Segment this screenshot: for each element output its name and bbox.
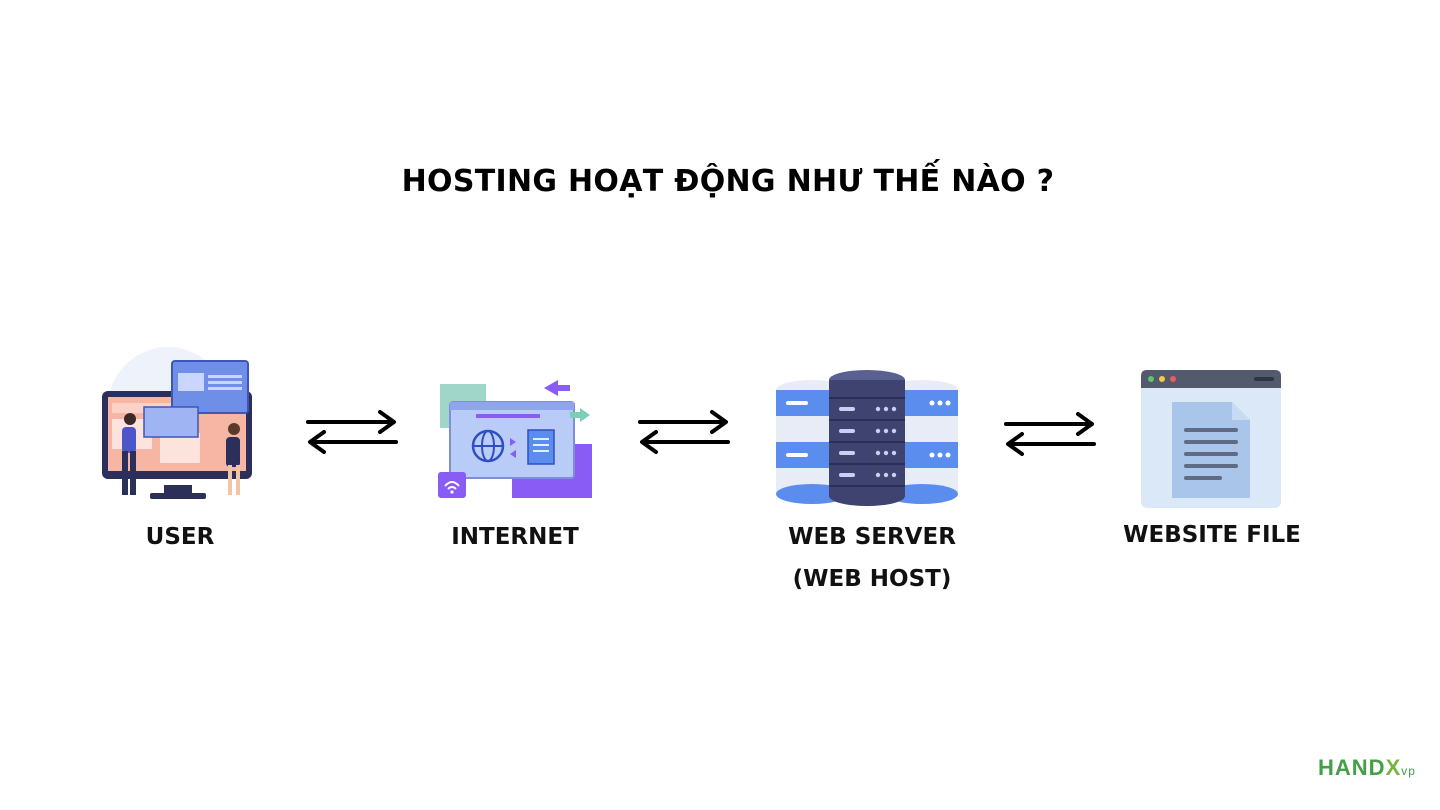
node-label-internet: INTERNET	[451, 524, 579, 550]
node-label-web-server: WEB SERVER	[788, 524, 956, 550]
bidirectional-arrow-3	[1004, 410, 1096, 458]
user-monitor-icon	[98, 345, 258, 505]
diagram-title: HOSTING HOẠT ĐỘNG NHƯ THẾ NÀO ?	[401, 164, 1055, 199]
internet-browser-icon	[436, 378, 596, 502]
logo-text-suffix: vp	[1401, 764, 1416, 778]
website-file-icon	[1140, 368, 1282, 510]
bidirectional-arrow-2	[638, 408, 730, 456]
node-label-website-file: WEBSITE FILE	[1123, 522, 1301, 548]
logo-text-main: HAND	[1318, 755, 1386, 780]
node-label-user: USER	[145, 524, 215, 550]
logo-text-x: X	[1385, 755, 1402, 780]
brand-logo: HANDXvp	[1318, 755, 1416, 791]
node-label-web-host: (WEB HOST)	[792, 566, 952, 592]
server-stack-icon	[772, 368, 962, 512]
bidirectional-arrow-1	[306, 408, 398, 456]
